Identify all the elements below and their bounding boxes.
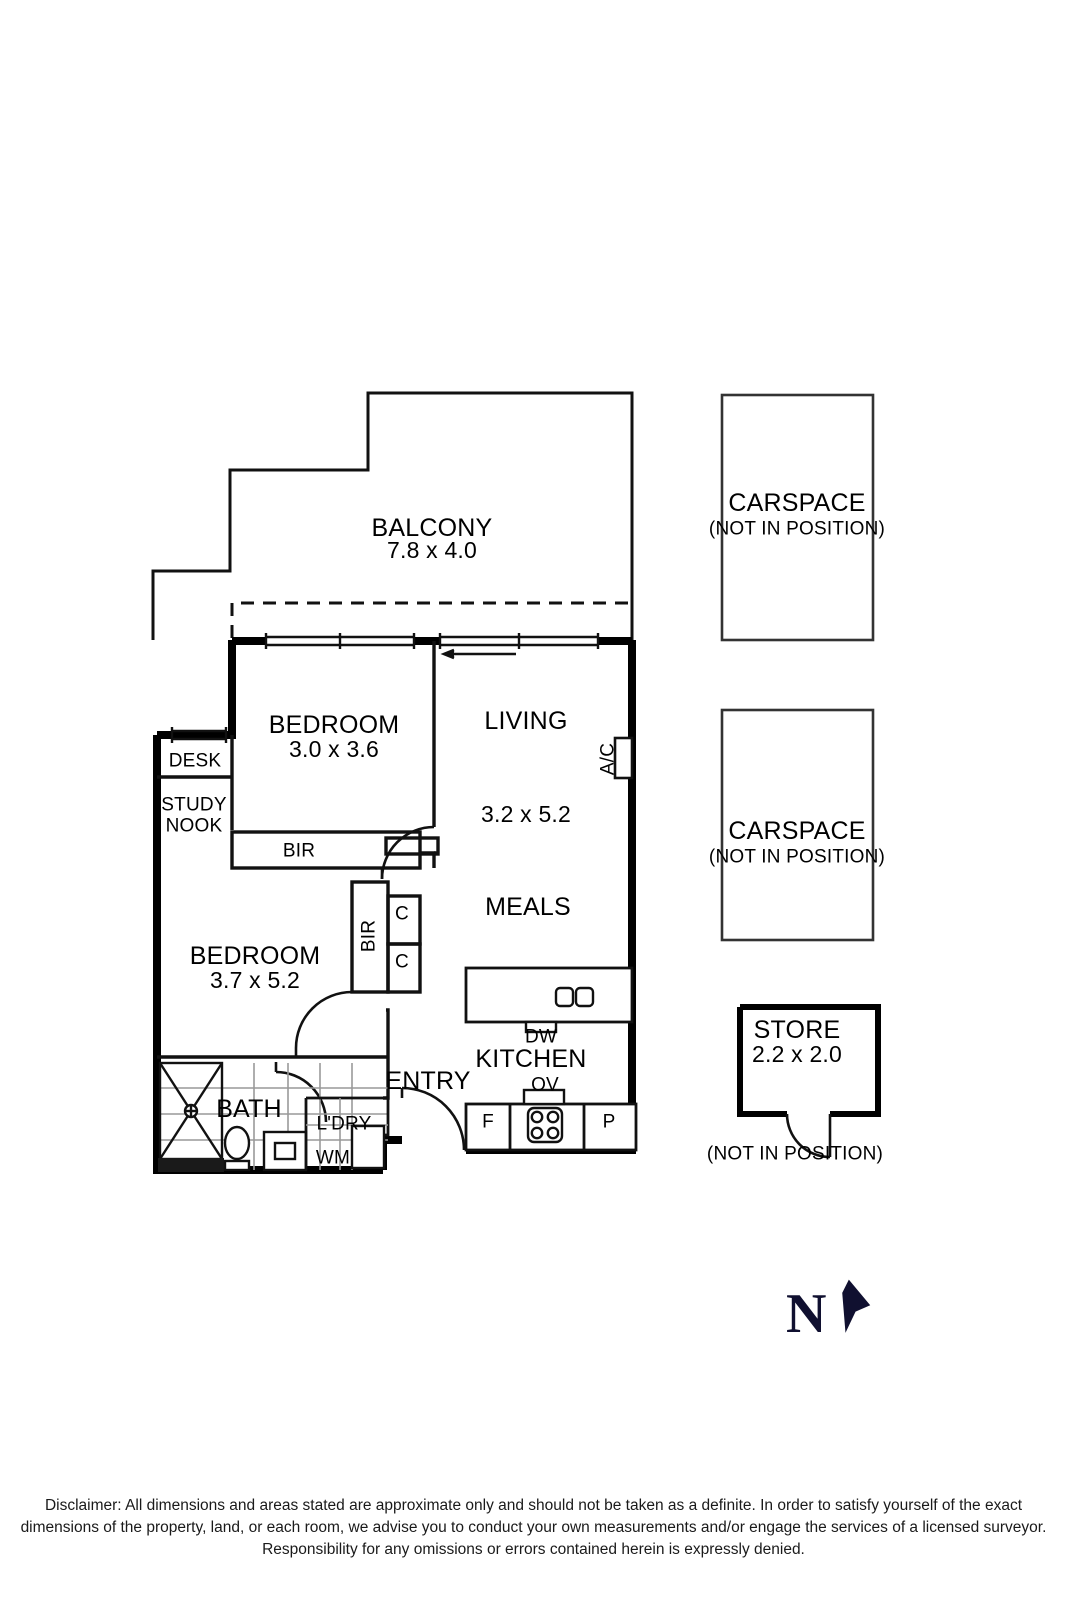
disclaimer-text: Disclaimer: All dimensions and areas sta… bbox=[20, 1497, 1047, 1558]
air-conditioner-unit bbox=[613, 736, 634, 780]
living-dimension: 3.2 x 5.2 bbox=[480, 801, 572, 828]
bath-label: BATH bbox=[216, 1095, 282, 1123]
kitchen-label: KITCHEN bbox=[475, 1045, 587, 1073]
window-study-nook bbox=[170, 727, 228, 743]
carspace-1-note: (NOT IN POSITION) bbox=[708, 518, 886, 540]
cupboard-lower-label: C bbox=[395, 951, 409, 973]
pantry-label: P bbox=[602, 1111, 616, 1133]
vanity-icon bbox=[262, 1130, 308, 1172]
carspace-2-note: (NOT IN POSITION) bbox=[708, 846, 886, 868]
door-swings bbox=[274, 825, 466, 1151]
balcony-label: BALCONY bbox=[371, 514, 493, 542]
cupboard-upper-label: C bbox=[395, 903, 409, 925]
north-arrow-icon bbox=[842, 1279, 871, 1333]
bedroom-2-label: BEDROOM bbox=[189, 942, 321, 970]
study-nook-label-line1: STUDY bbox=[161, 794, 227, 816]
north-indicator: N bbox=[786, 1272, 876, 1352]
fridge-label: F bbox=[482, 1111, 494, 1133]
carspace-1-title: CARSPACE bbox=[728, 489, 866, 517]
bir-bedroom-1-label: BIR bbox=[282, 840, 316, 862]
desk-label: DESK bbox=[168, 750, 222, 772]
store-door-swing bbox=[785, 1113, 832, 1159]
bedroom-1-dimension: 3.0 x 3.6 bbox=[288, 736, 380, 763]
store-box bbox=[737, 1004, 881, 1117]
oven-label: OV bbox=[531, 1074, 559, 1096]
laundry-label: L'DRY bbox=[316, 1113, 372, 1135]
internal-walls bbox=[157, 641, 440, 1100]
entry-label: ENTRY bbox=[385, 1067, 471, 1095]
north-letter: N bbox=[786, 1283, 827, 1345]
oven-outline bbox=[522, 1088, 566, 1106]
balcony-outline bbox=[151, 391, 634, 640]
shower-icon bbox=[158, 1061, 224, 1161]
laundry-trough-icon bbox=[350, 1124, 386, 1170]
shower-step bbox=[158, 1158, 224, 1172]
air-conditioner-label: A/C bbox=[597, 742, 619, 776]
kitchen-island-bench bbox=[464, 966, 634, 1024]
balcony-dimension: 7.8 x 4.0 bbox=[386, 537, 478, 564]
store-note: (NOT IN POSITION) bbox=[706, 1143, 884, 1165]
study-nook-label-line2: NOOK bbox=[165, 815, 223, 837]
store-title: STORE bbox=[753, 1016, 841, 1044]
washing-machine-label: WM bbox=[315, 1147, 351, 1169]
meals-label: MEALS bbox=[485, 893, 571, 921]
dishwasher-label: DW bbox=[524, 1026, 558, 1048]
bedroom-2-dimension: 3.7 x 5.2 bbox=[209, 967, 301, 994]
cooktop-icon bbox=[526, 1106, 564, 1144]
balcony-threshold-dashed bbox=[230, 601, 632, 638]
carspace-1-box bbox=[720, 393, 875, 642]
window-bedroom1 bbox=[264, 633, 416, 649]
laundry-outline bbox=[304, 1096, 390, 1170]
kitchen-sink-icon bbox=[554, 986, 595, 1008]
bir-bedroom-2-label: BIR bbox=[358, 919, 380, 953]
carspace-2-title: CARSPACE bbox=[728, 817, 866, 845]
store-dimension: 2.2 x 2.0 bbox=[751, 1041, 843, 1068]
dishwasher-outline bbox=[524, 1020, 558, 1034]
sliding-door-arrow bbox=[440, 648, 516, 660]
living-label: LIVING bbox=[484, 707, 568, 735]
bedroom-1-label: BEDROOM bbox=[268, 711, 400, 739]
window-living-sliding bbox=[438, 633, 600, 649]
carspace-2-box bbox=[720, 708, 875, 942]
toilet-icon bbox=[223, 1125, 251, 1172]
